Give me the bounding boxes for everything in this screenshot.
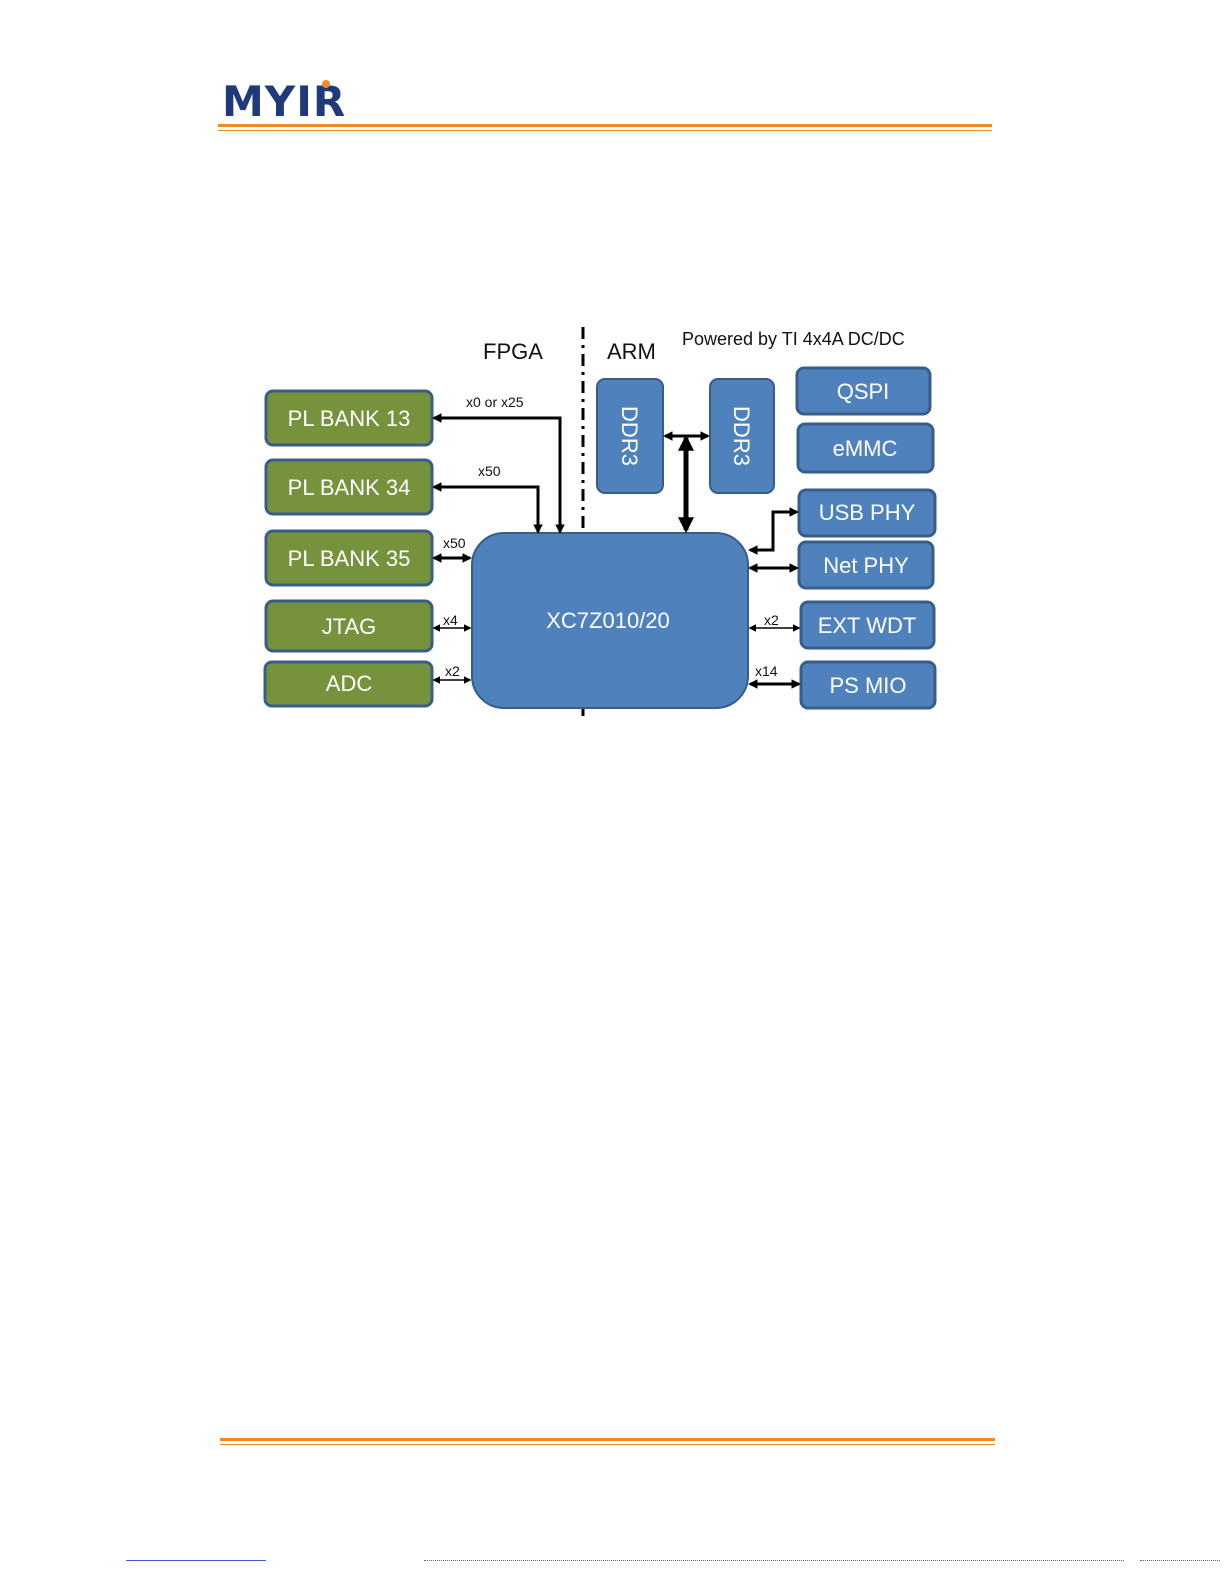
fpga-header: FPGA xyxy=(483,339,543,364)
ps-mio-link-label: x14 xyxy=(755,663,778,679)
usb-phy-arrow xyxy=(750,512,797,550)
power-note: Powered by TI 4x4A DC/DC xyxy=(682,329,905,349)
ps-mio-label: PS MIO xyxy=(829,673,906,698)
footer-dotted-line-right xyxy=(1140,1560,1220,1562)
left-blocks: PL BANK 13 PL BANK 34 PL BANK 35 JTAG AD… xyxy=(265,391,432,706)
pl-bank-34-arrow xyxy=(434,487,538,532)
ddr3-label-2: DDR3 xyxy=(729,406,754,466)
pl-bank-34-label: PL BANK 34 xyxy=(288,475,411,500)
core-label: XC7Z010/20 xyxy=(546,608,670,633)
footer-dotted-line xyxy=(424,1560,1124,1562)
ext-wdt-label: EXT WDT xyxy=(818,613,917,638)
usb-phy-label: USB PHY xyxy=(819,500,916,525)
net-phy-label: Net PHY xyxy=(823,553,909,578)
pl-bank-13-label: PL BANK 13 xyxy=(288,406,411,431)
pl-bank-13-link-label: x0 or x25 xyxy=(466,394,524,410)
right-connections: x2 x14 xyxy=(750,512,799,684)
adc-link-label: x2 xyxy=(445,663,460,679)
adc-label: ADC xyxy=(326,671,373,696)
jtag-link-label: x4 xyxy=(443,612,458,628)
qspi-label: QSPI xyxy=(837,379,890,404)
pl-bank-34-link-label: x50 xyxy=(478,463,501,479)
footer-rule xyxy=(220,1438,995,1441)
ext-wdt-link-label: x2 xyxy=(764,612,779,628)
ddr3-label-1: DDR3 xyxy=(617,406,642,466)
right-blocks: QSPI eMMC USB PHY Net PHY EXT WDT PS MIO xyxy=(797,368,935,708)
pl-bank-35-link-label: x50 xyxy=(443,535,466,551)
jtag-label: JTAG xyxy=(322,614,377,639)
footer-rule-thin xyxy=(220,1444,995,1445)
footer-link-underline xyxy=(126,1560,266,1561)
pl-bank-35-label: PL BANK 35 xyxy=(288,546,411,571)
emmc-label: eMMC xyxy=(833,436,898,461)
arm-header: ARM xyxy=(607,339,656,364)
memory-connections xyxy=(665,436,708,530)
